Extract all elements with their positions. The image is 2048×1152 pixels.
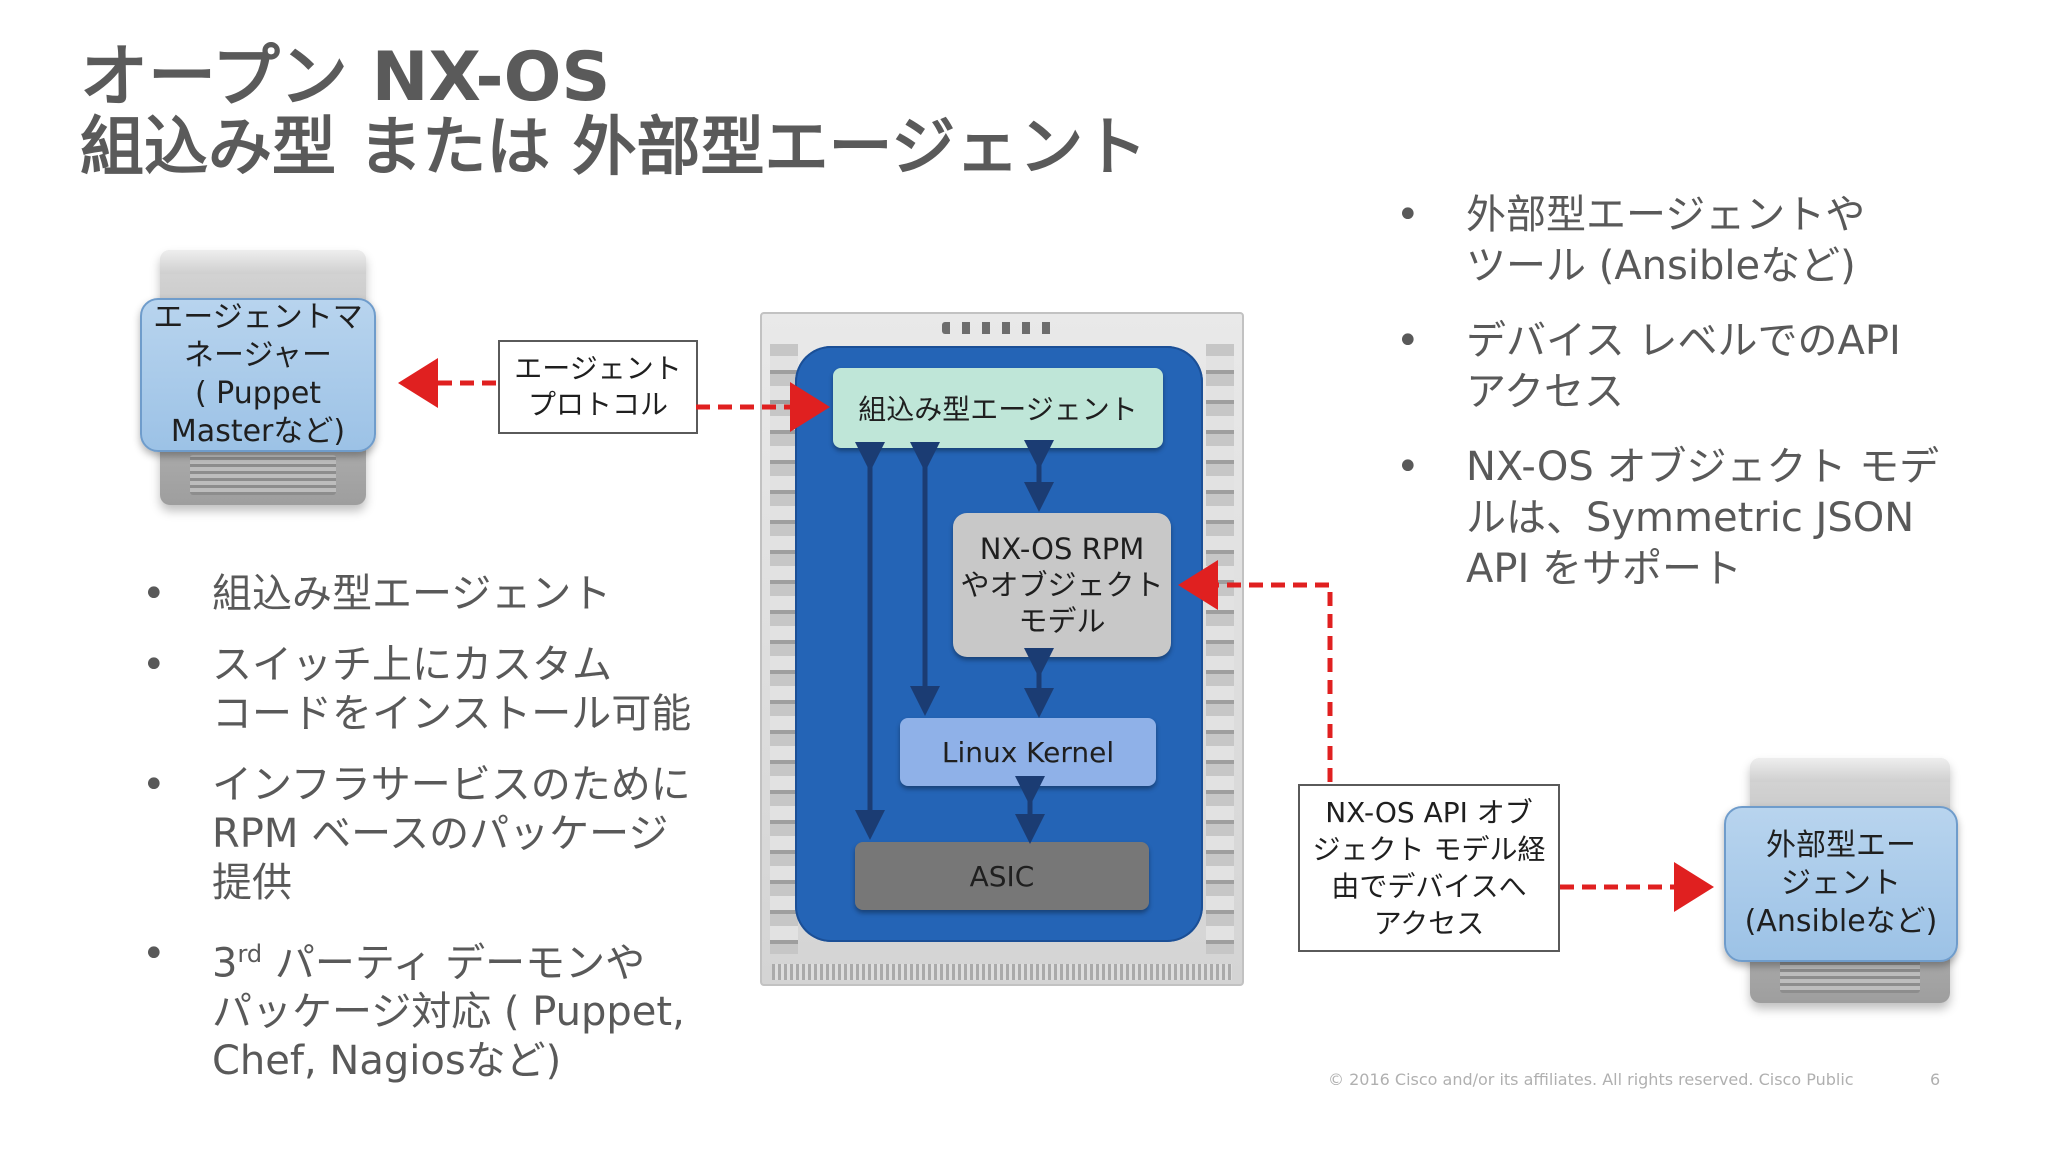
- bullet-text: パーティ デーモンや パッケージ対応 ( Puppet, Chef, Nagio…: [212, 940, 685, 1085]
- bullet-icon: •: [1396, 444, 1420, 490]
- bullet-text: 外部型エージェントや ツール (Ansibleなど): [1466, 192, 1866, 289]
- bullet-icon: •: [1396, 192, 1420, 238]
- bullet-icon: •: [142, 571, 166, 617]
- title-line-1: オープン NX-OS: [80, 38, 611, 117]
- agent-manager-label: エージェントマ ネージャー ( Puppet Masterなど): [140, 298, 376, 452]
- right-bullet-list: • 外部型エージェントや ツール (Ansibleなど) • デバイス レベルでのA…: [1396, 190, 1956, 619]
- chassis-vent: [772, 964, 1232, 980]
- left-bullet-list: • 組込み型エージェント • スイッチ上にカスタム コードをインストール可能 • イン…: [142, 570, 702, 1108]
- bullet-text: 組込み型エージェント: [212, 571, 612, 617]
- rpm-object-model-box: NX-OS RPM やオブジェクト モデル: [953, 513, 1171, 657]
- bullet-icon: •: [142, 762, 166, 808]
- page-number: 6: [1930, 1070, 1941, 1089]
- bullet-number: 3: [212, 940, 238, 987]
- linux-kernel-box: Linux Kernel: [900, 718, 1156, 786]
- list-item: • 3rd パーティ デーモンや パッケージ対応 ( Puppet, Chef, …: [142, 930, 702, 1086]
- list-item: • NX-OS オブジェクト モデ ルは、Symmetric JSON API を…: [1396, 442, 1956, 595]
- list-item: • インフラサービスのために RPM ベースのパッケージ 提供: [142, 761, 702, 908]
- copyright-footer: © 2016 Cisco and/or its affiliates. All …: [1328, 1070, 1854, 1089]
- bullet-text: NX-OS オブジェクト モデ ルは、Symmetric JSON API をサ…: [1466, 444, 1940, 592]
- bullet-text: デバイス レベルでのAPI アクセス: [1466, 318, 1901, 415]
- asic-box: ASIC: [855, 842, 1149, 910]
- list-item: • スイッチ上にカスタム コードをインストール可能: [142, 641, 702, 739]
- external-agent-server: 外部型エー ジェント (Ansibleなど): [1722, 758, 1962, 1008]
- bullet-text: インフラサービスのために RPM ベースのパッケージ 提供: [212, 762, 691, 906]
- title-line-2: 組込み型 または 外部型エージェント: [80, 111, 1148, 185]
- agent-manager-server: エージェントマ ネージャー ( Puppet Masterなど): [140, 250, 380, 510]
- bullet-icon: •: [142, 642, 166, 688]
- list-item: • 組込み型エージェント: [142, 570, 702, 619]
- list-item: • 外部型エージェントや ツール (Ansibleなど): [1396, 190, 1956, 292]
- list-item: • デバイス レベルでのAPI アクセス: [1396, 316, 1956, 418]
- chassis-rail-right: [1206, 344, 1234, 954]
- api-access-label: NX-OS API オブ ジェクト モデル経 由でデバイスへ アクセス: [1298, 784, 1560, 952]
- arrow-api-to-rpm: [1178, 560, 1333, 782]
- bullet-icon: •: [1396, 318, 1420, 364]
- ordinal-suffix: rd: [237, 940, 263, 968]
- embedded-agent-box: 組込み型エージェント: [833, 368, 1163, 448]
- external-agent-label: 外部型エー ジェント (Ansibleなど): [1724, 806, 1958, 962]
- agent-protocol-label: エージェント プロトコル: [498, 340, 698, 434]
- bullet-icon: •: [142, 931, 166, 977]
- bullet-text: スイッチ上にカスタム コードをインストール可能: [212, 642, 692, 737]
- status-leds: [942, 322, 1062, 334]
- chassis-rail-left: [770, 344, 798, 954]
